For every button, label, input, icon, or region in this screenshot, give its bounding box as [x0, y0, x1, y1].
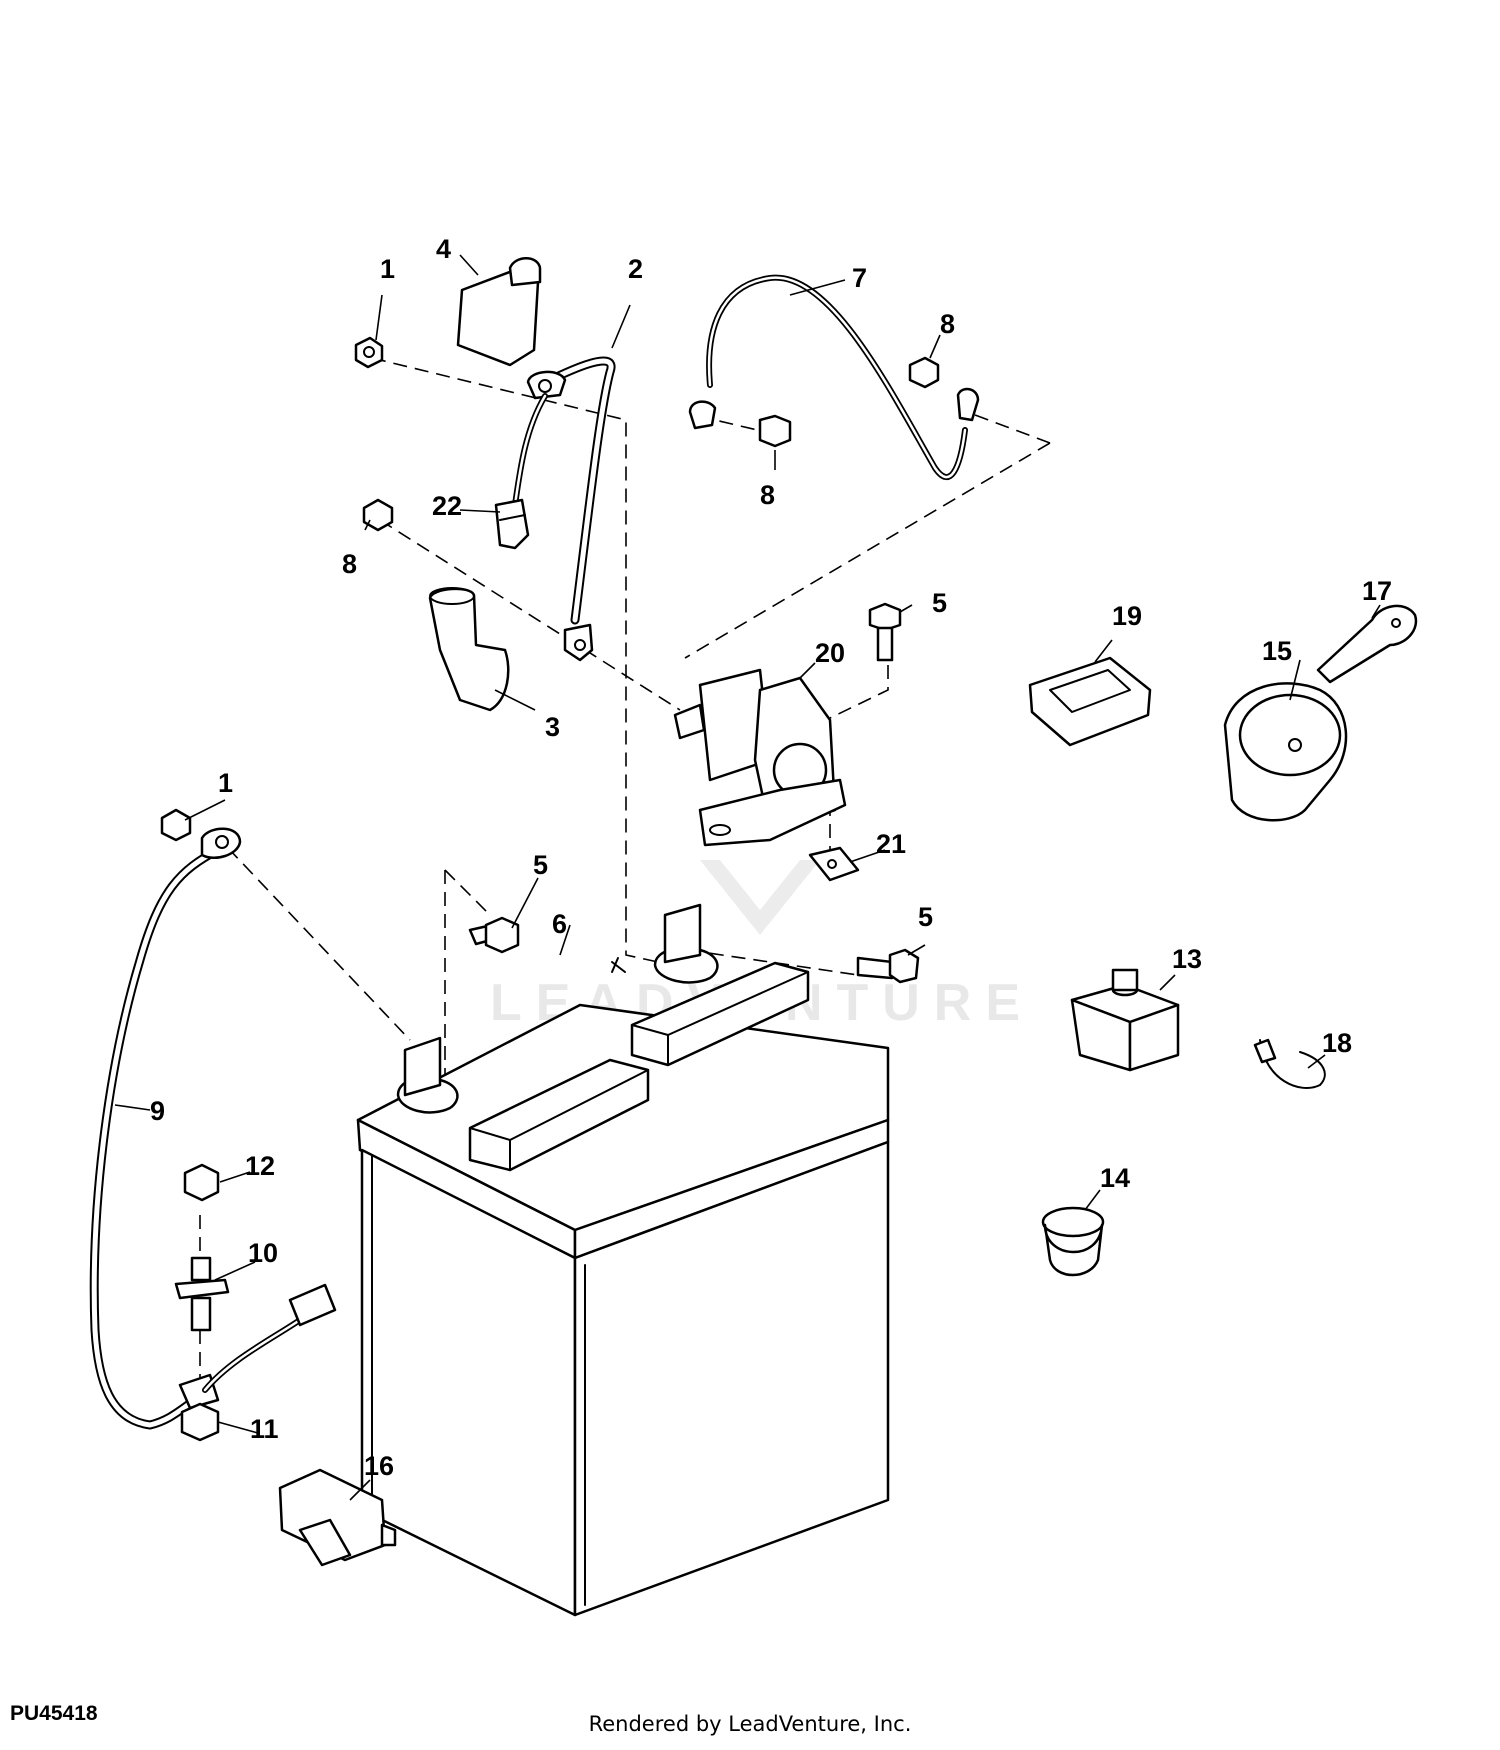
callout-6: 6: [552, 909, 567, 939]
callout-19: 19: [1112, 601, 1142, 631]
negative-cable[interactable]: [89, 827, 242, 1430]
callout-9: 9: [150, 1096, 165, 1126]
callout-17: 17: [1362, 576, 1392, 606]
callout-4: 4: [436, 234, 451, 264]
nut-right[interactable]: [908, 356, 940, 389]
bolt-right[interactable]: [856, 948, 920, 984]
render-credit: Rendered by LeadVenture, Inc.: [588, 1712, 912, 1736]
nut-center[interactable]: [758, 414, 792, 448]
callout-8-left: 8: [342, 549, 357, 579]
diagram-reference-code: PU45418: [10, 1702, 98, 1725]
callout-11: 11: [250, 1414, 279, 1444]
plunger-switch[interactable]: [1041, 1206, 1105, 1277]
pto-switch[interactable]: [1070, 968, 1180, 1072]
callout-5-right: 5: [918, 902, 933, 932]
flange-nut-bottom[interactable]: [180, 1402, 220, 1442]
callout-18: 18: [1322, 1028, 1352, 1058]
ground-cable[interactable]: [688, 274, 980, 481]
flange-nut-top[interactable]: [183, 1163, 220, 1202]
callout-13: 13: [1172, 944, 1202, 974]
callout-16: 16: [364, 1451, 394, 1481]
callout-10: 10: [248, 1238, 278, 1268]
wire-connector[interactable]: [494, 498, 530, 550]
nut-top[interactable]: [354, 336, 384, 369]
ignition-switch[interactable]: [1223, 682, 1348, 822]
callout-14: 14: [1100, 1163, 1130, 1193]
battery[interactable]: [356, 903, 890, 1617]
callout-labels: 1 4 2 7 8 8 22 8 3 5 20 19 15 17 1 5 21 …: [150, 234, 1392, 1481]
callout-1-lower: 1: [218, 768, 233, 798]
ignition-key[interactable]: [1316, 604, 1418, 684]
callout-8-center: 8: [760, 480, 775, 510]
callout-7: 7: [852, 263, 867, 293]
nut-lower[interactable]: [160, 808, 192, 842]
assembly-lines: [199, 357, 1051, 1395]
callout-8-right: 8: [940, 309, 955, 339]
ground-stud[interactable]: [174, 1256, 337, 1393]
terminal-boot[interactable]: [456, 257, 542, 367]
callout-22: 22: [432, 491, 462, 521]
battery-boot[interactable]: [428, 587, 510, 712]
relay-module[interactable]: [278, 1468, 397, 1567]
callout-3: 3: [545, 712, 560, 742]
positive-cable[interactable]: [512, 356, 616, 662]
hour-meter[interactable]: [1028, 656, 1152, 747]
callout-5-upper: 5: [932, 588, 947, 618]
callout-21: 21: [876, 829, 906, 859]
callout-1-top: 1: [380, 254, 395, 284]
nut-left[interactable]: [362, 498, 394, 532]
bolt-upper[interactable]: [868, 602, 902, 662]
callout-20: 20: [815, 638, 845, 668]
spring-nut-clip[interactable]: [808, 846, 860, 882]
starter-solenoid[interactable]: [673, 668, 847, 847]
callout-12: 12: [245, 1151, 275, 1181]
cable-tie[interactable]: [1253, 1038, 1326, 1089]
bolt-middle[interactable]: [468, 916, 520, 954]
callout-2: 2: [628, 254, 643, 284]
callout-15: 15: [1262, 636, 1292, 666]
callout-leaders: [114, 254, 1381, 1501]
callout-5-middle: 5: [533, 850, 548, 880]
